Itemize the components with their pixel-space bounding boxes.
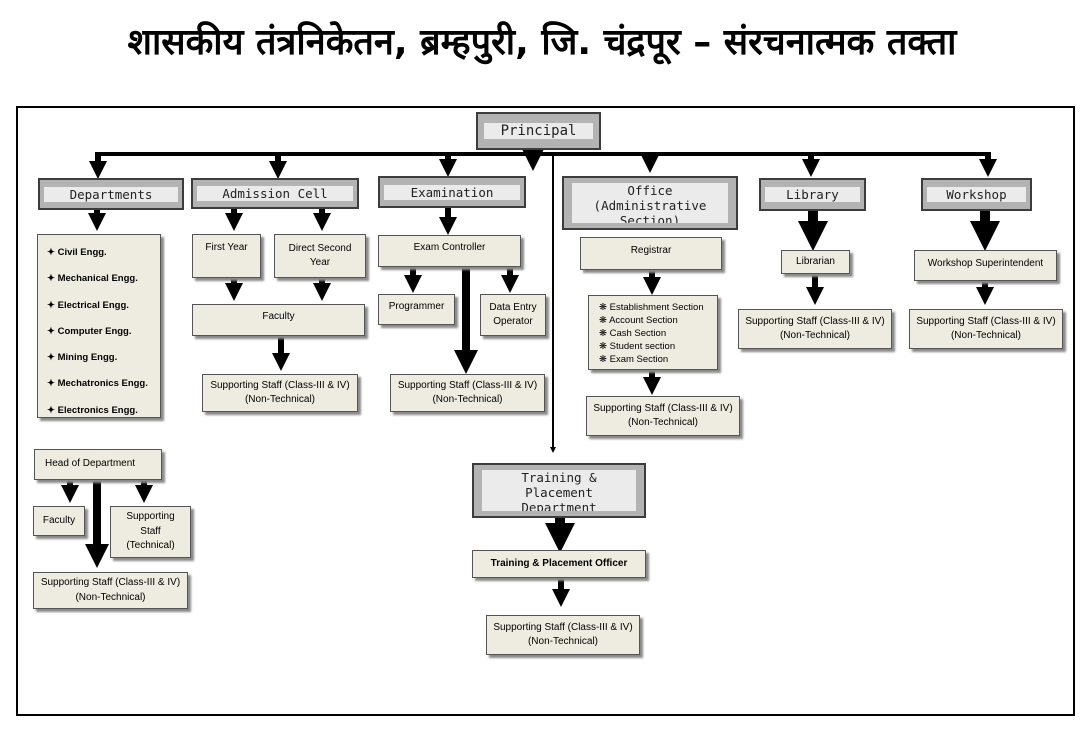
dept-supporting-staff-box: Supporting Staff (Class-III & IV) (Non-T…	[33, 572, 188, 609]
registrar-box: Registrar	[580, 237, 722, 270]
chart-frame	[16, 106, 1075, 716]
head-of-department-box: Head of Department	[34, 449, 162, 480]
librarian-box: Librarian	[781, 250, 850, 274]
library-supporting-staff-box: Supporting Staff (Class-III & IV) (Non-T…	[738, 309, 892, 349]
list-item: ✦ Mechatronics Engg.	[47, 378, 148, 390]
departments-list: ✦ Civil Engg. ✦ Mechanical Engg. ✦ Elect…	[37, 234, 161, 418]
tpo-box: Training & Placement Officer	[472, 550, 646, 578]
list-item: ✦ Computer Engg.	[47, 325, 132, 337]
list-item: ✦ Civil Engg.	[47, 247, 107, 258]
list-item: ❋ Student section	[599, 341, 676, 352]
office-header: Office (Administrative Section)	[562, 176, 738, 230]
list-item: ❋ Cash Section	[599, 328, 667, 339]
page-title: शासकीय तंत्रनिकेतन, ब्रम्हपुरी, जि. चंद्…	[127, 22, 957, 63]
admission-supporting-staff-box: Supporting Staff (Class-III & IV) (Non-T…	[202, 374, 358, 412]
exam-supporting-staff-box: Supporting Staff (Class-III & IV) (Non-T…	[390, 374, 545, 412]
dept-faculty-box: Faculty	[33, 506, 85, 536]
list-item: ❋ Exam Section	[599, 354, 669, 365]
training-supporting-staff-box: Supporting Staff (Class-III & IV) (Non-T…	[486, 615, 640, 655]
list-item: ✦ Electronics Engg.	[47, 404, 138, 416]
principal-box: Principal	[476, 112, 601, 150]
list-item: ❋ Account Section	[599, 315, 678, 326]
workshop-supporting-staff-box: Supporting Staff (Class-III & IV) (Non-T…	[909, 309, 1063, 349]
data-entry-operator-box: Data Entry Operator	[480, 294, 546, 336]
programmer-box: Programmer	[378, 294, 455, 325]
library-header: Library	[759, 178, 866, 211]
workshop-superintendent-box: Workshop Superintendent	[914, 250, 1057, 281]
list-item: ❋ Establishment Section	[599, 302, 704, 313]
office-supporting-staff-box: Supporting Staff (Class-III & IV) (Non-T…	[586, 396, 740, 436]
admission-faculty-box: Faculty	[192, 304, 365, 336]
list-item: ✦ Mining Engg.	[47, 352, 118, 364]
office-sections-list: ❋ Establishment Section ❋ Account Sectio…	[588, 295, 718, 370]
examination-header: Examination	[378, 176, 526, 208]
exam-controller-box: Exam Controller	[378, 235, 521, 267]
admission-cell-header: Admission Cell	[191, 178, 359, 209]
list-item: ✦ Mechanical Engg.	[47, 273, 138, 285]
dept-supporting-staff-technical-box: Supporting Staff (Technical)	[110, 506, 191, 558]
first-year-box: First Year	[192, 234, 261, 278]
workshop-header: Workshop	[921, 178, 1032, 211]
training-placement-header: Training & Placement Department	[472, 463, 646, 518]
list-item: ✦ Electrical Engg.	[47, 299, 129, 311]
direct-second-year-box: Direct Second Year	[274, 234, 366, 278]
departments-header: Departments	[38, 178, 184, 210]
principal-label: Principal	[484, 122, 593, 140]
